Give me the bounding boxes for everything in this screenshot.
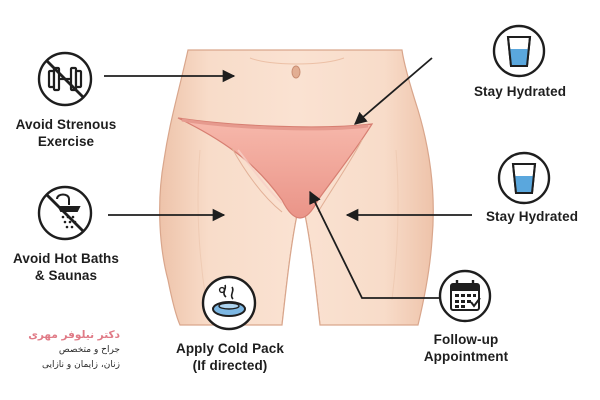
doctor-watermark: دکتر نیلوفر مهری جراح و متخصص زنان، زایم… [8,328,120,373]
label-avoid-baths: Avoid Hot Baths & Saunas [2,250,130,284]
arrow-hydrate-1 [354,57,433,125]
water-glass-icon [492,24,546,78]
label-follow-up: Follow-up Appointment [404,331,528,365]
arrows [104,57,472,299]
label-line: Exercise [37,134,95,149]
navel [291,65,301,79]
label-hydrate-1: Stay Hydrated [458,83,582,100]
doctor-specialty: جراح و متخصص [58,345,120,355]
no-dumbbell-icon [37,51,93,107]
doctor-field: زنان، زایمان و نازایی [41,360,120,370]
calendar-icon [438,269,492,323]
no-shower-icon [37,185,93,241]
label-line: Stay Hydrated [473,84,567,99]
underwear [177,117,374,219]
label-cold-pack: Apply Cold Pack (If directed) [166,340,294,374]
water-glass-icon [497,151,551,205]
label-hydrate-2: Stay Hydrated [470,208,594,225]
label-line: Avoid Hot Baths [13,251,119,266]
label-line: Follow-up [433,332,499,347]
label-line: Avoid Strenous [15,117,117,132]
label-avoid-exercise: Avoid Strenous Exercise [2,116,130,150]
label-line: Appointment [423,349,509,364]
cold-pack-icon [201,275,257,331]
label-line: & Saunas [34,268,98,283]
arrow-follow-up [309,190,440,299]
label-line: (If directed) [192,358,268,373]
label-line: Apply Cold Pack [175,341,285,356]
doctor-name: دکتر نیلوفر مهری [28,329,120,341]
label-line: Stay Hydrated [485,209,579,224]
